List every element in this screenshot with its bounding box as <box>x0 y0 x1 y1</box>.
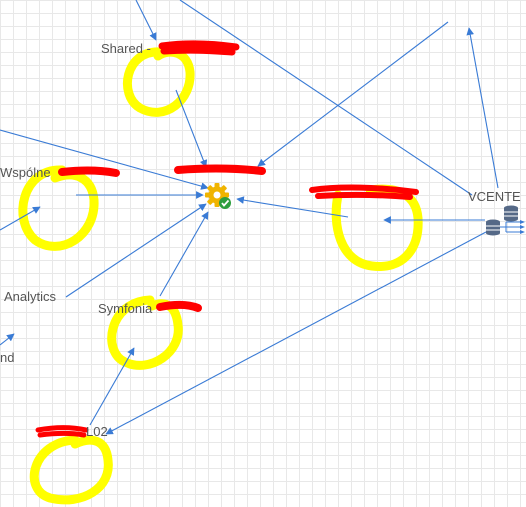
central-node[interactable] <box>205 183 231 209</box>
label-l02: L02 <box>86 424 108 439</box>
highlight-wspolne <box>18 165 99 251</box>
highlight-l02 <box>29 435 113 505</box>
edge-top-to-vcenter <box>179 0 473 196</box>
label-shared: Shared - <box>101 41 151 56</box>
edge-top-to-shared <box>135 0 157 41</box>
edge-shared-to-center <box>175 89 208 168</box>
highlight-mid-right <box>331 184 423 271</box>
label-wspolne: Wspólne <box>0 165 51 180</box>
redactions <box>35 40 419 438</box>
redaction-wspolne <box>58 166 120 177</box>
redaction-l02 <box>35 425 89 438</box>
label-nd: nd <box>0 350 15 365</box>
check-icon <box>219 197 231 209</box>
label-symfonia: Symfonia <box>98 301 153 316</box>
redaction-shared <box>158 40 240 56</box>
edge-vcenter-to-l02 <box>105 231 487 435</box>
highlight-shared <box>122 47 195 117</box>
redaction-center-top <box>174 164 266 175</box>
redaction-mid-right <box>309 184 419 200</box>
edge-nd-in <box>0 333 15 346</box>
redaction-symfonia <box>156 300 202 312</box>
edge-analytics-to-center <box>65 203 207 298</box>
edge-topright-to-center <box>257 21 449 167</box>
edges <box>0 0 499 435</box>
edge-mid-to-center <box>236 196 349 218</box>
vcenter-node[interactable] <box>486 205 525 236</box>
database-server-icon <box>486 205 525 236</box>
label-analytics: Analytics <box>4 289 57 304</box>
edge-wspolne-in <box>0 206 41 231</box>
label-vcenter: VCENTE <box>468 189 521 204</box>
edge-left-to-center <box>0 129 209 190</box>
edge-vcenter-up <box>466 27 499 189</box>
edge-symfonia-to-center <box>159 211 209 297</box>
edge-l02-to-symfonia <box>89 347 135 426</box>
